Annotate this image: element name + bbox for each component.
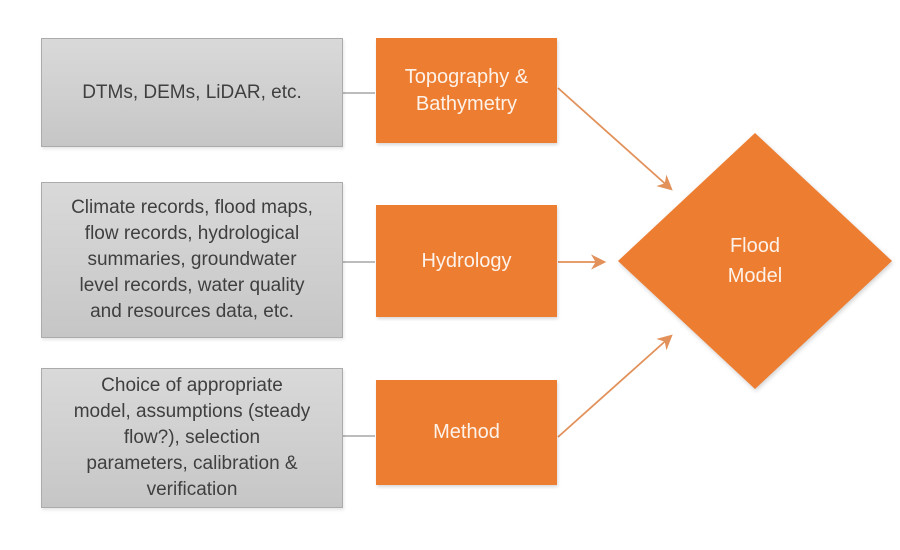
input-box-hydrology-data: Climate records, flood maps, flow record… — [41, 182, 343, 338]
diamond-shape — [618, 133, 892, 389]
category-box-topography-bathymetry: Topography & Bathymetry — [376, 38, 557, 143]
category-box-method-label: Method — [433, 421, 500, 443]
category-box-hydrology-label: Hydrology — [421, 249, 512, 272]
category-box-method: Method — [376, 380, 557, 485]
flood-model-diamond — [618, 133, 892, 389]
input-box-hydrology-data-label: Climate records, flood maps, flow record… — [71, 197, 313, 322]
input-box-terrain-data: DTMs, DEMs, LiDAR, etc. — [41, 38, 343, 147]
input-box-terrain-data-label: DTMs, DEMs, LiDAR, etc. — [82, 81, 302, 103]
category-box-hydrology: Hydrology — [376, 205, 557, 317]
input-box-method-data: Choice of appropriate model, assumptions… — [41, 368, 343, 508]
category-box-topography-bathymetry-label: Topography & Bathymetry — [404, 65, 529, 115]
input-box-method-data-label: Choice of appropriate model, assumptions… — [73, 375, 311, 500]
